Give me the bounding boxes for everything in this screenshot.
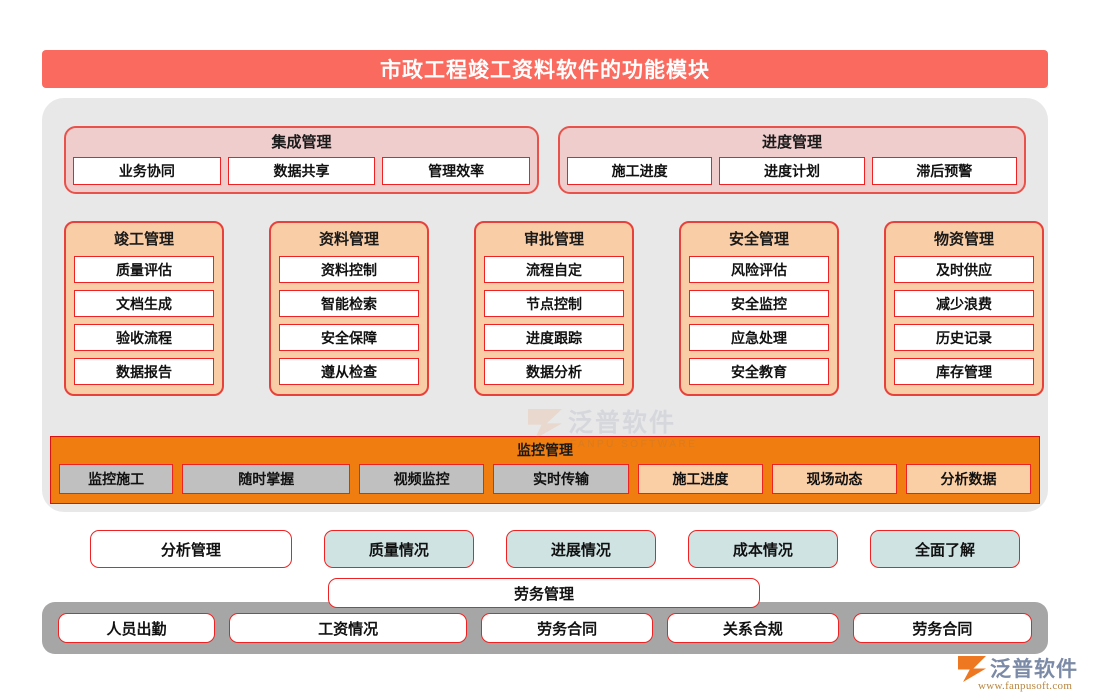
group-chip[interactable]: 管理效率 — [382, 157, 531, 185]
module-column-title: 物资管理 — [933, 231, 994, 248]
module-item[interactable]: 验收流程 — [74, 324, 214, 351]
labor-chip[interactable]: 劳务合同 — [852, 613, 1032, 643]
monitoring-chip[interactable]: 实时传输 — [493, 464, 629, 494]
module-column-title: 资料管理 — [318, 231, 379, 248]
labor-section-title[interactable]: 劳务管理 — [328, 578, 760, 608]
labor-chip[interactable]: 人员出勤 — [58, 613, 216, 643]
analysis-chip[interactable]: 质量情况 — [323, 530, 474, 568]
analysis-row: 分析管理 质量情况 进展情况 成本情况 全面了解 — [90, 530, 1020, 568]
group-title-integration: 集成管理 — [271, 134, 332, 151]
fanpu-logo-icon — [528, 409, 562, 439]
labor-bar: 人员出勤 工资情况 劳务合同 关系合规 劳务合同 — [42, 602, 1048, 654]
group-chip[interactable]: 业务协同 — [73, 157, 221, 185]
group-box-progress: 进度管理 施工进度 进度计划 滞后预警 — [558, 126, 1026, 194]
module-item[interactable]: 及时供应 — [894, 256, 1034, 283]
brand-logo: 泛普软件 www.fanpusoft.com — [958, 652, 1096, 698]
brand-name: 泛普软件 — [990, 658, 1078, 681]
module-item[interactable]: 数据分析 — [484, 358, 624, 385]
module-column: 审批管理 流程自定 节点控制 进度跟踪 数据分析 — [474, 221, 634, 396]
labor-chip[interactable]: 关系合规 — [667, 613, 839, 643]
module-item[interactable]: 进度跟踪 — [484, 324, 624, 351]
module-column-title: 安全管理 — [728, 231, 789, 248]
module-item[interactable]: 历史记录 — [894, 324, 1034, 351]
module-item[interactable]: 减少浪费 — [894, 290, 1034, 317]
monitoring-bar: 监控管理 监控施工 随时掌握 视频监控 实时传输 施工进度 现场动态 分析数据 — [50, 436, 1040, 504]
group-chip[interactable]: 数据共享 — [227, 157, 376, 185]
group-chip[interactable]: 施工进度 — [567, 157, 713, 185]
module-item[interactable]: 应急处理 — [689, 324, 829, 351]
module-item[interactable]: 流程自定 — [484, 256, 624, 283]
analysis-chip[interactable]: 全面了解 — [869, 530, 1020, 568]
module-item[interactable]: 安全保障 — [279, 324, 419, 351]
analysis-chip[interactable]: 成本情况 — [687, 530, 838, 568]
module-item[interactable]: 安全监控 — [689, 290, 829, 317]
module-item[interactable]: 遵从检查 — [279, 358, 419, 385]
module-item[interactable]: 质量评估 — [74, 256, 214, 283]
module-item[interactable]: 资料控制 — [279, 256, 419, 283]
page-title-banner: 市政工程竣工资料软件的功能模块 — [42, 50, 1048, 88]
module-item[interactable]: 智能检索 — [279, 290, 419, 317]
module-column: 安全管理 风险评估 安全监控 应急处理 安全教育 — [679, 221, 839, 396]
module-item[interactable]: 文档生成 — [74, 290, 214, 317]
analysis-chip[interactable]: 进展情况 — [505, 530, 656, 568]
monitoring-chip[interactable]: 监控施工 — [59, 464, 174, 494]
module-item[interactable]: 安全教育 — [689, 358, 829, 385]
monitoring-chip[interactable]: 随时掌握 — [182, 464, 351, 494]
monitoring-chip[interactable]: 施工进度 — [637, 464, 763, 494]
module-column: 物资管理 及时供应 减少浪费 历史记录 库存管理 — [884, 221, 1044, 396]
module-item[interactable]: 库存管理 — [894, 358, 1034, 385]
module-item[interactable]: 风险评估 — [689, 256, 829, 283]
watermark-brand: 泛普软件 — [568, 409, 677, 437]
labor-chip[interactable]: 工资情况 — [229, 613, 468, 643]
group-title-progress: 进度管理 — [761, 134, 822, 151]
module-column-title: 竣工管理 — [113, 231, 174, 248]
monitoring-title: 监控管理 — [517, 442, 573, 458]
module-column-title: 审批管理 — [523, 231, 584, 248]
fanpu-logo-icon — [958, 656, 986, 682]
brand-url: www.fanpusoft.com — [978, 680, 1073, 692]
page-title: 市政工程竣工资料软件的功能模块 — [380, 59, 710, 82]
group-chip[interactable]: 进度计划 — [719, 157, 865, 185]
monitoring-chip[interactable]: 现场动态 — [771, 464, 897, 494]
labor-chip[interactable]: 劳务合同 — [481, 613, 654, 643]
module-item[interactable]: 节点控制 — [484, 290, 624, 317]
group-chip-row-integration: 业务协同 数据共享 管理效率 — [73, 157, 531, 185]
monitoring-chip[interactable]: 分析数据 — [905, 464, 1032, 494]
group-chip[interactable]: 滞后预警 — [871, 157, 1017, 185]
main-panel: 集成管理 业务协同 数据共享 管理效率 进度管理 施工进度 进度计划 滞后预警 … — [42, 98, 1048, 512]
group-chip-row-progress: 施工进度 进度计划 滞后预警 — [567, 157, 1017, 185]
module-item[interactable]: 数据报告 — [74, 358, 214, 385]
monitoring-chip[interactable]: 视频监控 — [359, 464, 485, 494]
group-box-integration: 集成管理 业务协同 数据共享 管理效率 — [64, 126, 539, 194]
module-column: 资料管理 资料控制 智能检索 安全保障 遵从检查 — [269, 221, 429, 396]
monitoring-chip-row: 监控施工 随时掌握 视频监控 实时传输 施工进度 现场动态 分析数据 — [51, 461, 1039, 494]
analysis-chip-lead[interactable]: 分析管理 — [90, 530, 292, 568]
module-column: 竣工管理 质量评估 文档生成 验收流程 数据报告 — [64, 221, 224, 396]
